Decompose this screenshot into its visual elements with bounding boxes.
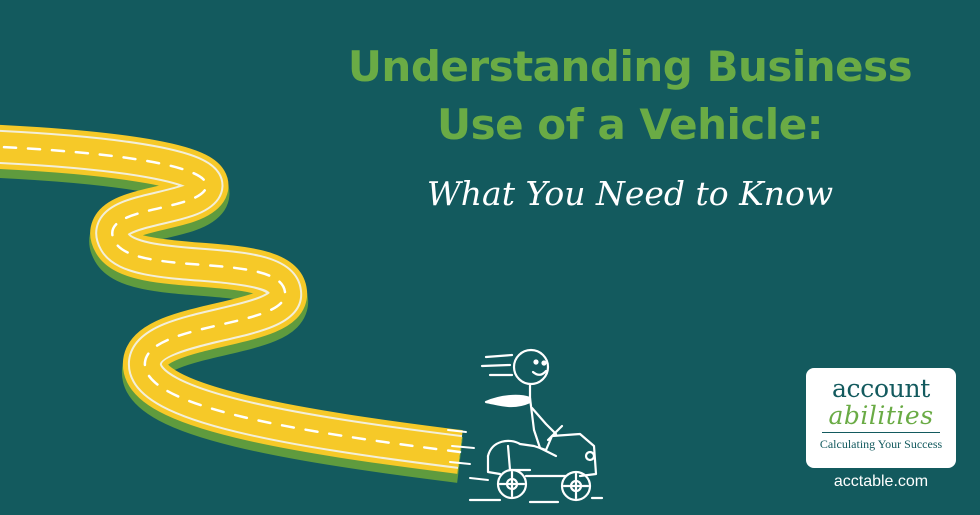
- company-logo: account abilities Calculating Your Succe…: [806, 368, 956, 468]
- website-url: acctable.com: [833, 473, 929, 490]
- subheadline: What You Need to Know: [426, 174, 834, 213]
- stick-figure-driver: [468, 348, 604, 504]
- speed-lines: [447, 429, 489, 481]
- headline-line-2: Use of a Vehicle:: [437, 100, 824, 149]
- logo-tagline: Calculating Your Success: [819, 437, 943, 451]
- logo-wordmark-account: account: [831, 374, 931, 403]
- headline-line-1: Understanding Business: [347, 42, 913, 91]
- logo-wordmark-abilities: abilities: [828, 401, 934, 430]
- road-center-dashes: [0, 145, 462, 454]
- logo-divider: [822, 432, 940, 433]
- headline: Understanding Business Use of a Vehicle:: [300, 38, 960, 154]
